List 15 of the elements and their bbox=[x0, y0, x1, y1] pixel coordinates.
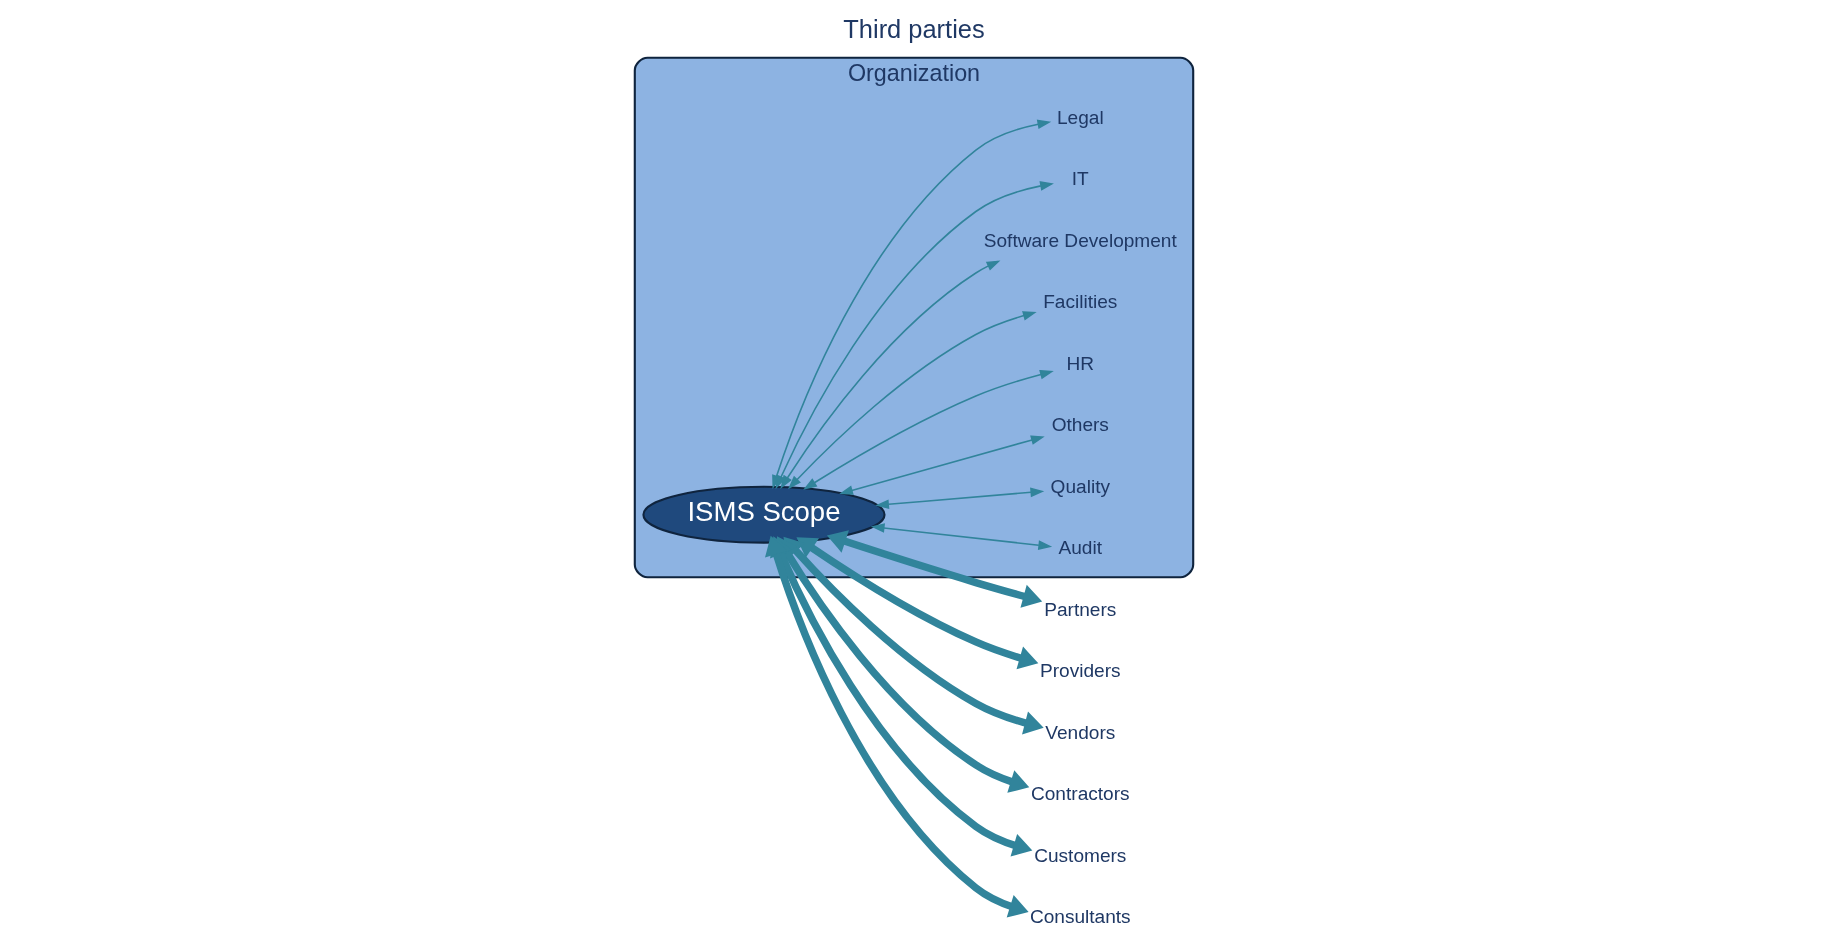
node-text: Software Development bbox=[983, 229, 1177, 251]
node-text: Quality bbox=[1050, 475, 1110, 497]
node-text: Facilities bbox=[1042, 290, 1117, 312]
diagram-title: Third parties bbox=[842, 14, 985, 43]
node-text: Audit bbox=[1058, 536, 1102, 558]
node-text: Providers bbox=[1039, 659, 1121, 681]
node-text: HR bbox=[1066, 352, 1094, 374]
node-text: Contractors bbox=[1030, 782, 1130, 804]
node-text: IT bbox=[1071, 167, 1089, 189]
node-text: Partners bbox=[1043, 598, 1116, 620]
node-text: Others bbox=[1051, 413, 1109, 435]
node-text: Legal bbox=[1056, 106, 1104, 128]
node-text: Vendors bbox=[1044, 721, 1115, 743]
node-text: Consultants bbox=[1029, 905, 1131, 927]
node-text: Customers bbox=[1033, 844, 1126, 866]
